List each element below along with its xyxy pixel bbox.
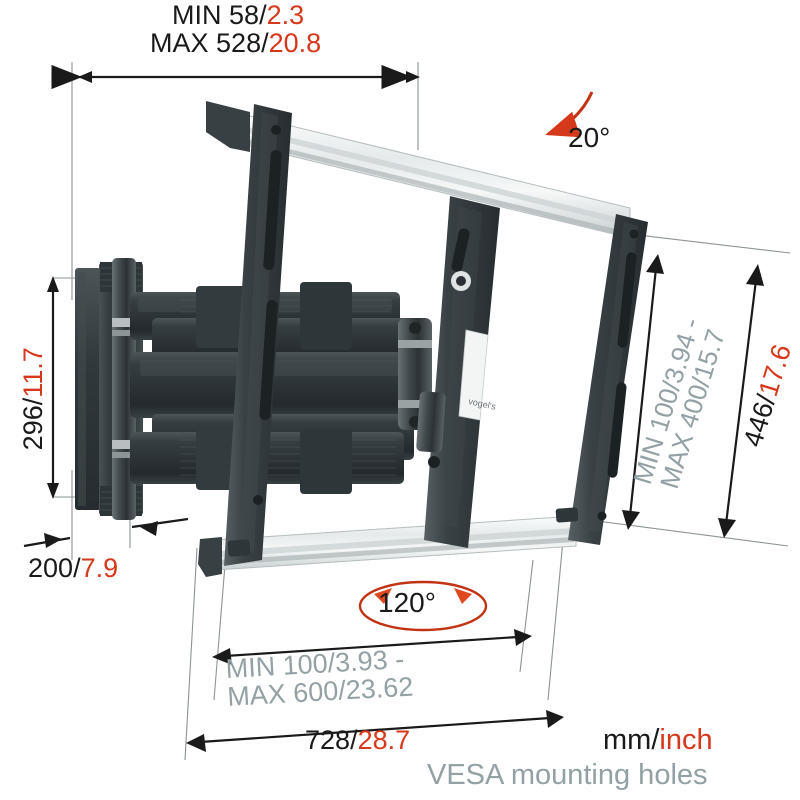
swivel-arrowheads: [374, 588, 472, 604]
vesa-legend: VESA mounting holes: [427, 759, 708, 791]
depth-min-prefix: MIN: [172, 0, 222, 30]
wallplate-sep: /: [73, 553, 81, 583]
depth-max-inch: 20.8: [268, 27, 322, 58]
tilt-angle-label: 20°: [568, 122, 611, 153]
vesa-horizontal-label: MIN 100/3.93 - MAX 600/23.62: [225, 644, 414, 712]
depth-max-sep: /: [261, 27, 269, 58]
wallplate-inch: 7.9: [80, 553, 119, 583]
depth-min-sep: /: [259, 0, 267, 30]
dim-vesa-horizontal: [212, 629, 532, 665]
tilt-angle-arrow: [545, 91, 594, 138]
dim-vesa-vertical: [622, 254, 664, 530]
tv-mounting-frame: vogel's: [198, 101, 648, 577]
height-sep: /: [18, 397, 49, 406]
height-inch: 11.7: [18, 347, 49, 398]
dim-panel-width: [186, 710, 564, 752]
height-mm: 296: [18, 405, 49, 451]
depth-min-mm: 58: [229, 0, 260, 30]
dim-wallplate-width: [23, 517, 189, 548]
articulating-arms: [130, 282, 430, 494]
depth-max-prefix: MAX: [150, 27, 209, 58]
dim-panel-height: [718, 264, 764, 538]
depth-max-mm: 528: [216, 27, 262, 58]
units-inch: inch: [659, 724, 713, 756]
units-sep: /: [651, 724, 660, 756]
swivel-angle-indicator: [358, 580, 488, 632]
depth-min-inch: 2.3: [266, 0, 305, 30]
units-mm: mm: [603, 724, 652, 756]
units-legend: mm/inch: [603, 724, 713, 756]
swivel-angle-label: 120°: [378, 587, 436, 618]
panel-width-inch: 28.7: [357, 725, 411, 755]
dim-height-left: [47, 276, 59, 499]
left-vertical-strip: [224, 104, 292, 566]
wallplate-mm: 200: [28, 553, 74, 583]
right-vertical-strip: [568, 214, 648, 545]
panel-width-mm: 728: [305, 725, 351, 755]
bottom-rail: [198, 515, 577, 577]
top-rail: [206, 101, 631, 239]
center-strut: vogel's: [416, 196, 500, 548]
dim-label-wallplate-width: 200/7.9: [28, 553, 119, 583]
dim-label-panel-width: 728/28.7: [305, 725, 411, 755]
panel-width-sep: /: [350, 725, 358, 755]
dim-label-height: 296/11.7: [18, 299, 49, 499]
dim-label-depth: MIN 58/2.3 MAX 528/20.8: [150, 0, 322, 58]
